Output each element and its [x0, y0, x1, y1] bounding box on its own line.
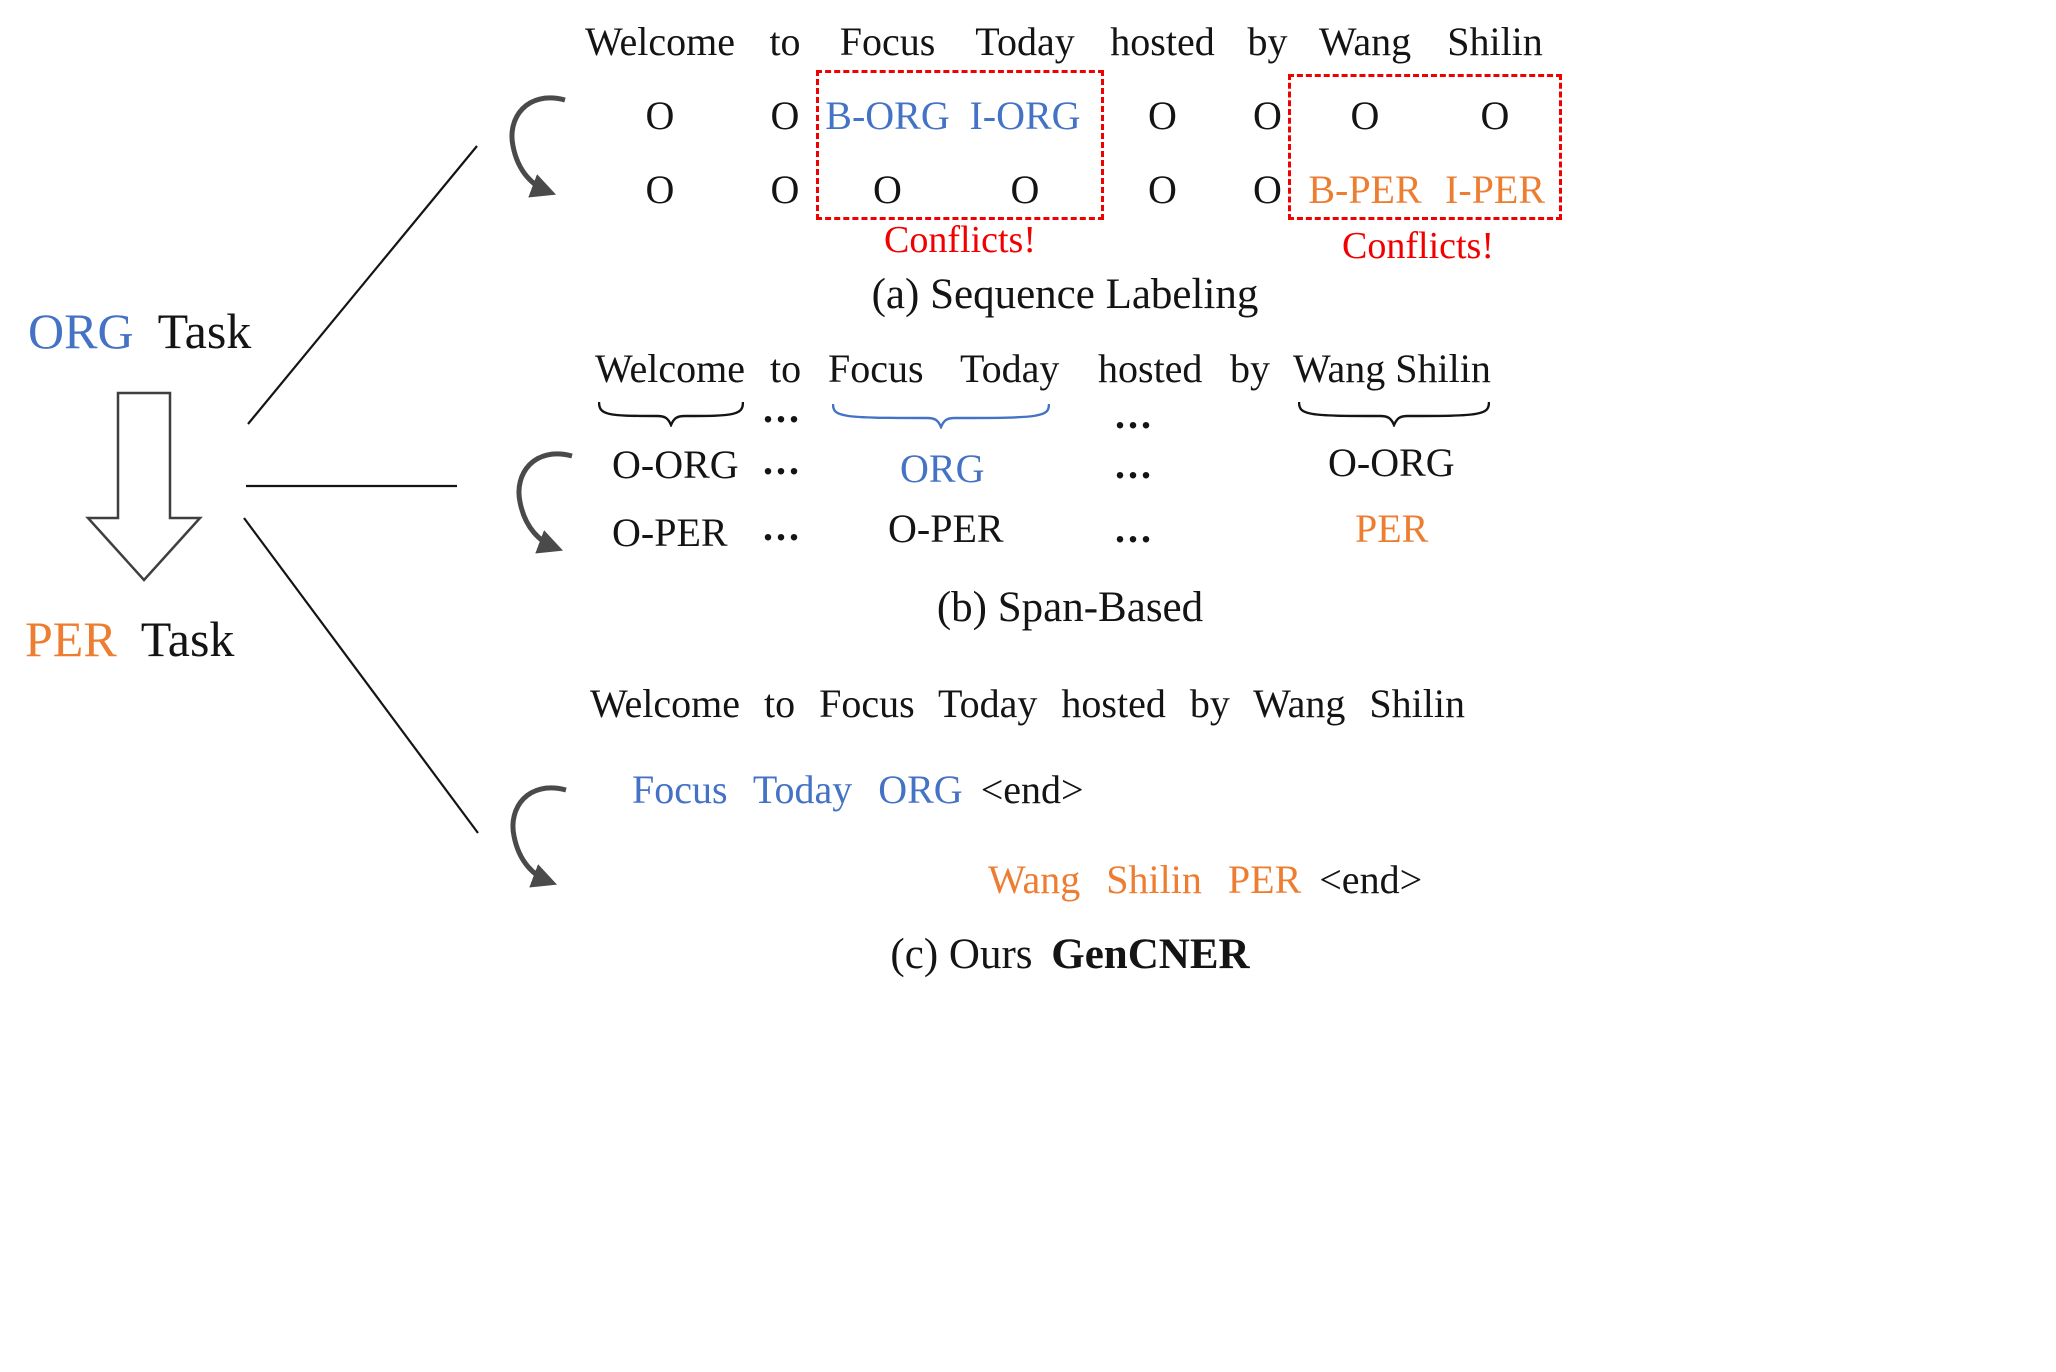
- caption-c-prefix: (c) Ours: [890, 931, 1033, 978]
- org-generation-line: Focus Today ORG <end>: [632, 766, 1084, 813]
- org-task-label: ORG Task: [28, 302, 251, 360]
- conflict-box-org: [816, 70, 1104, 220]
- word: to: [770, 346, 802, 391]
- ellipsis: ...: [1115, 506, 1154, 551]
- org-entity-text: ORG: [28, 303, 134, 359]
- ellipsis: ...: [763, 386, 802, 431]
- word: hosted: [1110, 19, 1215, 64]
- sentence-c: Welcome to Focus Today hosted by Wang Sh…: [590, 681, 1465, 726]
- section-c-gencner: Welcome to Focus Today hosted by Wang Sh…: [570, 680, 1570, 1000]
- per-output-text: Wang Shilin PER: [988, 857, 1302, 902]
- per-task-label: PER Task: [25, 610, 234, 668]
- word: Welcome: [595, 346, 746, 391]
- caption-b: (b) Span-Based: [936, 584, 1204, 631]
- connector-line-c: [243, 517, 479, 834]
- tag: O: [1253, 167, 1282, 212]
- sentence-row-a: Welcome to Focus Today hosted by Wang Sh…: [570, 18, 1560, 65]
- tag: O: [1010, 167, 1040, 212]
- ellipsis: ...: [763, 438, 802, 483]
- word: by: [1247, 19, 1288, 64]
- tag: O: [873, 167, 902, 212]
- span-label: O-ORG: [1328, 440, 1455, 485]
- word: Focus: [828, 346, 924, 391]
- ellipsis: ...: [1115, 392, 1154, 437]
- connector-line-a: [247, 145, 478, 425]
- span-label: O-PER: [612, 510, 728, 555]
- tag-i-org: I-ORG: [969, 93, 1081, 138]
- ellipsis: ...: [1115, 442, 1154, 487]
- caption-c-name: GenCNER: [1051, 931, 1250, 978]
- tag: O: [770, 167, 800, 212]
- conflicts-label-right: Conflicts!: [1342, 225, 1494, 267]
- org-task-text: Task: [157, 303, 252, 359]
- word: Wang Shilin: [1293, 346, 1491, 391]
- conflicts-label-left: Conflicts!: [884, 219, 1036, 261]
- tag: O: [1480, 93, 1510, 138]
- curved-arrow-icon: [516, 451, 573, 554]
- word: Shilin: [1447, 19, 1543, 64]
- word: to: [769, 19, 801, 64]
- tag: O: [1350, 93, 1380, 138]
- word: Wang: [1318, 19, 1412, 64]
- word: by: [1230, 346, 1270, 391]
- per-entity-text: PER: [25, 611, 117, 667]
- org-label-row: O O B-ORG I-ORG O O O O: [570, 92, 1560, 139]
- tag: O: [770, 93, 800, 138]
- caption-c: (c) Ours GenCNER: [570, 930, 1570, 979]
- tag-b-per: B-PER: [1308, 167, 1422, 212]
- underbrace-icon: [598, 401, 744, 427]
- end-token: <end>: [980, 767, 1084, 812]
- word: Focus: [839, 19, 936, 64]
- tag: O: [1148, 93, 1177, 138]
- per-task-text: Task: [140, 611, 235, 667]
- per-label-row: O O O O O O B-PER I-PER: [570, 166, 1560, 213]
- org-output-text: Focus Today ORG: [632, 767, 963, 812]
- down-arrow-icon: [85, 391, 203, 582]
- ellipsis: ...: [763, 504, 802, 549]
- word: Today: [975, 19, 1075, 64]
- conflict-box-per: [1288, 74, 1562, 220]
- underbrace-icon-org: [832, 403, 1050, 429]
- tag: O: [645, 167, 675, 212]
- word: hosted: [1098, 346, 1203, 391]
- span-label-org: ORG: [900, 446, 985, 491]
- span-label-per: PER: [1355, 506, 1429, 551]
- tag: O: [1253, 93, 1282, 138]
- tag-i-per: I-PER: [1445, 167, 1545, 212]
- span-label: O-ORG: [612, 442, 739, 487]
- tag-b-org: B-ORG: [825, 93, 950, 138]
- word: Welcome: [584, 19, 736, 64]
- tag: O: [1148, 167, 1177, 212]
- underbrace-icon: [1298, 401, 1490, 427]
- section-b-span-based: Welcome to Focus Today hosted by Wang Sh…: [570, 345, 1570, 645]
- tag: O: [645, 93, 675, 138]
- end-token: <end>: [1319, 857, 1423, 902]
- section-a-sequence-labeling: Welcome to Focus Today hosted by Wang Sh…: [570, 18, 1562, 318]
- curved-arrow-icon: [509, 95, 566, 198]
- curved-arrow-icon: [510, 785, 567, 888]
- word: Today: [960, 346, 1060, 391]
- span-label: O-PER: [888, 506, 1004, 551]
- caption-a: (a) Sequence Labeling: [871, 271, 1259, 318]
- per-generation-line: Wang Shilin PER <end>: [988, 856, 1422, 903]
